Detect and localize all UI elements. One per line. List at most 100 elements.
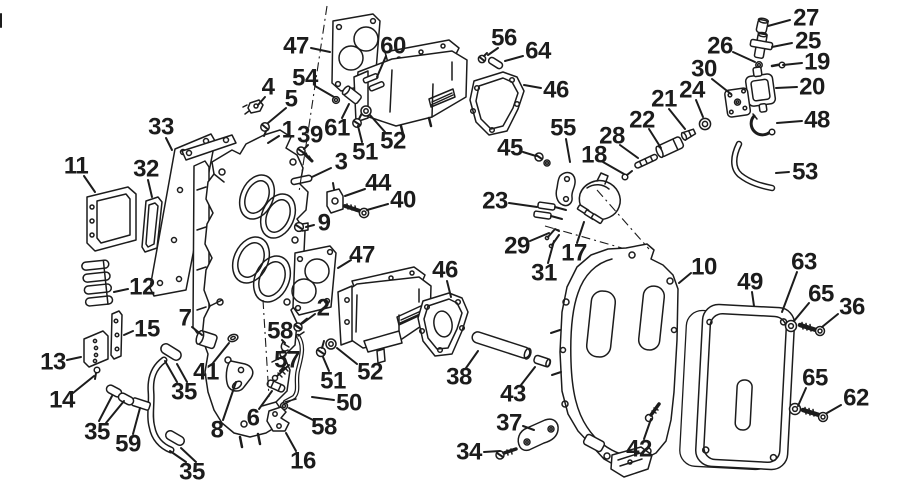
- part-gasket-46-lower: [417, 292, 469, 357]
- part-number-40: 40: [390, 187, 416, 214]
- part-number-18: 18: [581, 142, 607, 169]
- part-screw-57: [271, 364, 290, 382]
- part-valve-17: [576, 172, 621, 225]
- leader-line-26: [732, 51, 756, 63]
- part-number-8: 8: [211, 417, 224, 444]
- leader-line-35-2: [176, 363, 188, 383]
- part-number-20: 20: [799, 74, 825, 101]
- part-number-30: 30: [691, 56, 717, 83]
- part-washer-52-lower: [325, 338, 337, 350]
- part-filter-22: [655, 136, 685, 159]
- part-hose-53: [731, 140, 776, 192]
- part-number-13: 13: [40, 349, 66, 376]
- leader-line-65: [793, 302, 810, 322]
- part-number-2: 2: [317, 295, 330, 322]
- part-number-36: 36: [839, 294, 865, 321]
- part-spacer-43: [533, 354, 552, 368]
- leader-line-47: [310, 47, 331, 53]
- part-number-59: 59: [115, 431, 141, 458]
- leader-line-35-2: [164, 360, 178, 383]
- part-number-27: 27: [793, 5, 819, 32]
- assembly-axis-lines: [262, 5, 650, 398]
- leader-line-42: [643, 418, 652, 440]
- part-washer-65-lower: [788, 402, 802, 416]
- part-number-14: 14: [49, 387, 76, 414]
- part-bolt-36: [797, 321, 826, 337]
- part-cover-49: [694, 303, 796, 471]
- part-clip-41: [227, 333, 239, 343]
- part-reed-plate-13: [83, 330, 109, 368]
- part-number-47: 47: [283, 33, 309, 60]
- part-bolt-62: [800, 406, 829, 423]
- part-number-60: 60: [380, 33, 406, 60]
- part-screw-18: [621, 170, 633, 181]
- part-number-55: 55: [550, 115, 576, 142]
- part-number-9: 9: [318, 210, 331, 237]
- part-adapter-plate-10: [550, 243, 679, 478]
- leader-line-4: [257, 96, 266, 106]
- leader-line-41: [212, 342, 230, 364]
- part-reed-stop-15: [110, 310, 123, 360]
- leader-line-6: [258, 390, 273, 410]
- part-carburetor-lower: [337, 266, 432, 364]
- leader-line-7: [191, 326, 203, 336]
- leader-line-36: [821, 313, 839, 328]
- leader-line-31: [547, 240, 555, 264]
- part-bolt-40: [343, 203, 370, 219]
- part-number-61: 61: [324, 115, 350, 142]
- leader-line-12: [113, 288, 129, 293]
- leader-line-53: [775, 171, 790, 174]
- part-number-35-3: 35: [179, 459, 205, 486]
- part-number-41: 41: [193, 359, 219, 386]
- leader-line-14: [72, 375, 95, 394]
- part-number-6: 6: [247, 405, 260, 432]
- part-fitting-25: [749, 31, 774, 59]
- leader-line-50: [311, 396, 335, 401]
- part-cap-27: [755, 17, 770, 35]
- leader-line-19: [782, 62, 803, 66]
- part-screw-39: [296, 146, 314, 163]
- part-number-63: 63: [791, 249, 817, 276]
- part-screw-14: [93, 366, 101, 380]
- part-number-25: 25: [795, 28, 821, 55]
- leader-line-63: [781, 271, 798, 313]
- part-link-50: [282, 331, 305, 405]
- leader-line-35: [105, 400, 125, 424]
- leader-line-20: [775, 86, 798, 89]
- part-number-16: 16: [290, 448, 316, 475]
- part-number-58: 58: [267, 318, 293, 345]
- part-number-37: 37: [496, 410, 522, 437]
- part-number-3: 3: [335, 149, 348, 176]
- leader-line-35: [98, 395, 113, 422]
- leader-line-35-3: [169, 450, 187, 463]
- part-number-29: 29: [504, 233, 530, 260]
- part-screw-45: [534, 152, 551, 167]
- part-number-39: 39: [297, 122, 323, 149]
- part-number-62: 62: [843, 385, 869, 412]
- part-nut-52-upper: [360, 105, 372, 117]
- leader-line-9: [305, 224, 315, 228]
- leader-line-23: [508, 202, 538, 208]
- leader-line-61: [341, 103, 350, 119]
- part-number-35-2: 35: [171, 379, 197, 406]
- leader-line-56: [487, 47, 499, 56]
- leader-line-46-2: [446, 280, 452, 298]
- part-number-22: 22: [629, 107, 655, 134]
- part-number-65-2: 65: [802, 365, 828, 392]
- leader-line-58-2: [288, 407, 314, 421]
- leader-line-25: [771, 42, 793, 48]
- part-wire-29: [544, 228, 560, 241]
- leader-line-44: [344, 188, 366, 197]
- part-bracket-16: [266, 406, 290, 432]
- part-number-64: 64: [525, 38, 552, 65]
- part-number-44: 44: [365, 170, 392, 197]
- leader-line-15: [123, 330, 134, 336]
- part-clip-58-upper: [280, 341, 290, 352]
- part-number-11: 11: [64, 153, 89, 180]
- part-number-12: 12: [129, 274, 155, 301]
- leader-line-64: [504, 55, 524, 62]
- leader-line-34: [483, 450, 501, 453]
- part-number-31: 31: [531, 260, 557, 287]
- leader-line-58: [281, 339, 286, 344]
- leader-line-38: [465, 350, 479, 369]
